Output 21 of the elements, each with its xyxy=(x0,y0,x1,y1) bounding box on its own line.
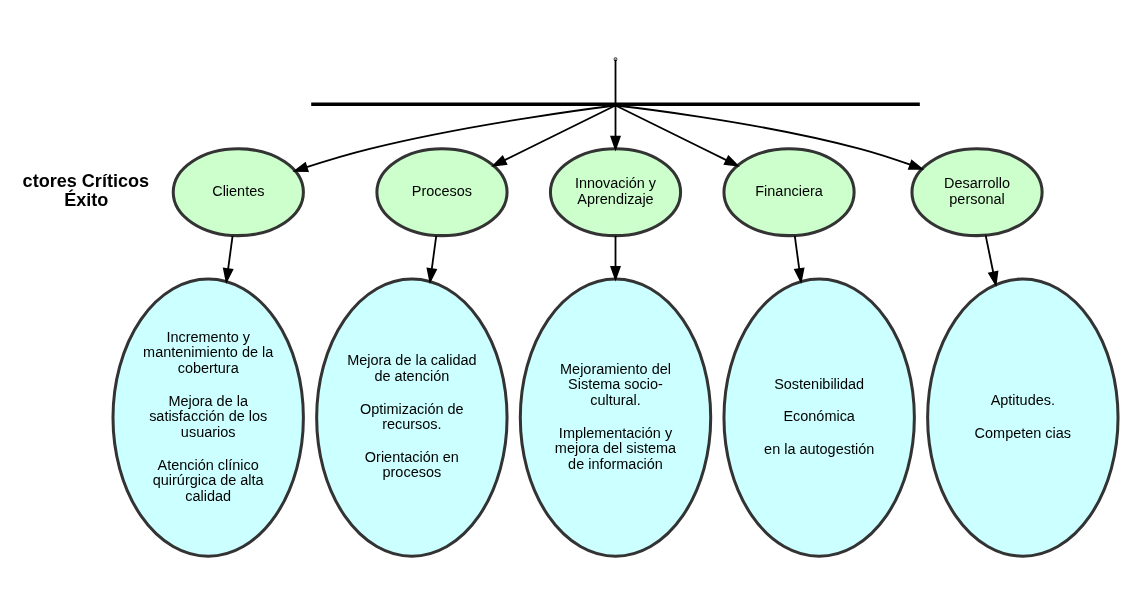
node-ellipse: Mejoramiento del Sistema socio-cultural. Implementación y mejora del sistema de información xyxy=(518,277,713,558)
arrow xyxy=(610,234,621,282)
arrow xyxy=(614,104,925,170)
node-ellipse: Mejora de la calidad de atención Optimización de recursos. Orientación en procesos xyxy=(315,277,509,558)
arrow xyxy=(222,234,234,284)
arrow xyxy=(610,104,621,151)
arrow xyxy=(426,234,438,284)
node-ellipse: Desarrollo personal xyxy=(910,146,1044,237)
arrow xyxy=(614,104,740,167)
node-ellipse: Aptitudes. Competen cias xyxy=(926,277,1120,558)
node-ellipse: Sostenibilidad Económica en la autogestión xyxy=(722,277,916,558)
node-ellipse: Clientes xyxy=(171,146,305,237)
node-ellipse: Innovación y Aprendizaje xyxy=(548,146,683,237)
arrow xyxy=(292,104,617,172)
node-ellipse: Incremento y mantenimiento de la cobertura Mejora de la satisfacción de los usuarios Atención clínico quirúrgica de alta calidad xyxy=(111,277,305,558)
connector xyxy=(614,58,617,104)
arrow xyxy=(793,234,805,284)
node-bar xyxy=(311,101,920,106)
arrow xyxy=(491,104,617,167)
arrow xyxy=(984,234,999,287)
label: Éxito xyxy=(64,189,109,209)
